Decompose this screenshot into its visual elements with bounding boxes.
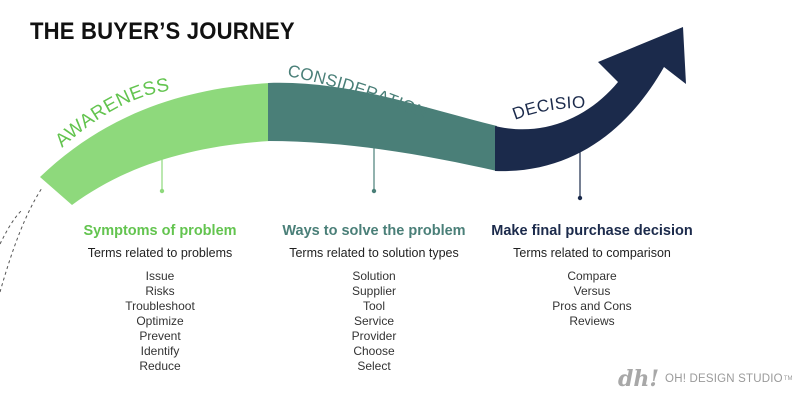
list-item: Optimize bbox=[136, 314, 184, 328]
awareness-heading: Symptoms of problem bbox=[83, 223, 237, 239]
studio-logo: dh! OH! DESIGN STUDIO TM bbox=[618, 366, 793, 392]
decision-column: Make final purchase decision Terms relat… bbox=[482, 222, 702, 329]
consideration-terms: Solution Supplier Tool Service Provider … bbox=[274, 269, 474, 374]
list-item: Solution bbox=[352, 269, 396, 283]
list-item: Pros and Cons bbox=[552, 299, 632, 313]
awareness-connector-dot bbox=[159, 188, 165, 194]
decision-connector-dot bbox=[577, 195, 583, 201]
list-item: Tool bbox=[362, 299, 385, 313]
consideration-subheading: Terms related to solution types bbox=[289, 246, 459, 260]
dashed-lead-line-outer bbox=[0, 187, 43, 293]
decision-terms: Compare Versus Pros and Cons Reviews bbox=[482, 269, 702, 329]
list-item: Versus bbox=[573, 284, 611, 298]
awareness-column: Symptoms of problem Terms related to pro… bbox=[60, 222, 260, 374]
list-item: Select bbox=[357, 359, 391, 373]
list-item: Reviews bbox=[569, 314, 615, 328]
list-item: Service bbox=[353, 314, 394, 328]
dashed-lead-line-inner bbox=[0, 209, 23, 245]
list-item: Identify bbox=[140, 344, 180, 358]
trademark-mark: TM bbox=[783, 376, 793, 382]
consideration-heading: Ways to solve the problem bbox=[282, 223, 466, 239]
decision-heading: Make final purchase decision bbox=[491, 223, 693, 239]
logo-mark-icon: dh! bbox=[618, 366, 660, 392]
awareness-terms: Issue Risks Troubleshoot Optimize Preven… bbox=[60, 269, 260, 374]
list-item: Compare bbox=[567, 269, 617, 283]
decision-arrow bbox=[495, 27, 686, 172]
logo-text: OH! DESIGN STUDIO bbox=[665, 373, 783, 385]
consideration-band bbox=[268, 82, 497, 171]
list-item: Choose bbox=[353, 344, 395, 358]
list-item: Troubleshoot bbox=[125, 299, 195, 313]
list-item: Supplier bbox=[351, 284, 397, 298]
consideration-column: Ways to solve the problem Terms related … bbox=[274, 222, 474, 374]
list-item: Reduce bbox=[139, 359, 181, 373]
decision-subheading: Terms related to comparison bbox=[513, 246, 671, 260]
awareness-band bbox=[40, 83, 270, 205]
awareness-subheading: Terms related to problems bbox=[87, 246, 233, 260]
list-item: Risks bbox=[145, 284, 175, 298]
list-item: Issue bbox=[145, 269, 175, 283]
consideration-connector-dot bbox=[371, 188, 377, 194]
page-title: THE BUYER’S JOURNEY bbox=[30, 18, 295, 45]
list-item: Provider bbox=[351, 329, 397, 343]
list-item: Prevent bbox=[139, 329, 181, 343]
